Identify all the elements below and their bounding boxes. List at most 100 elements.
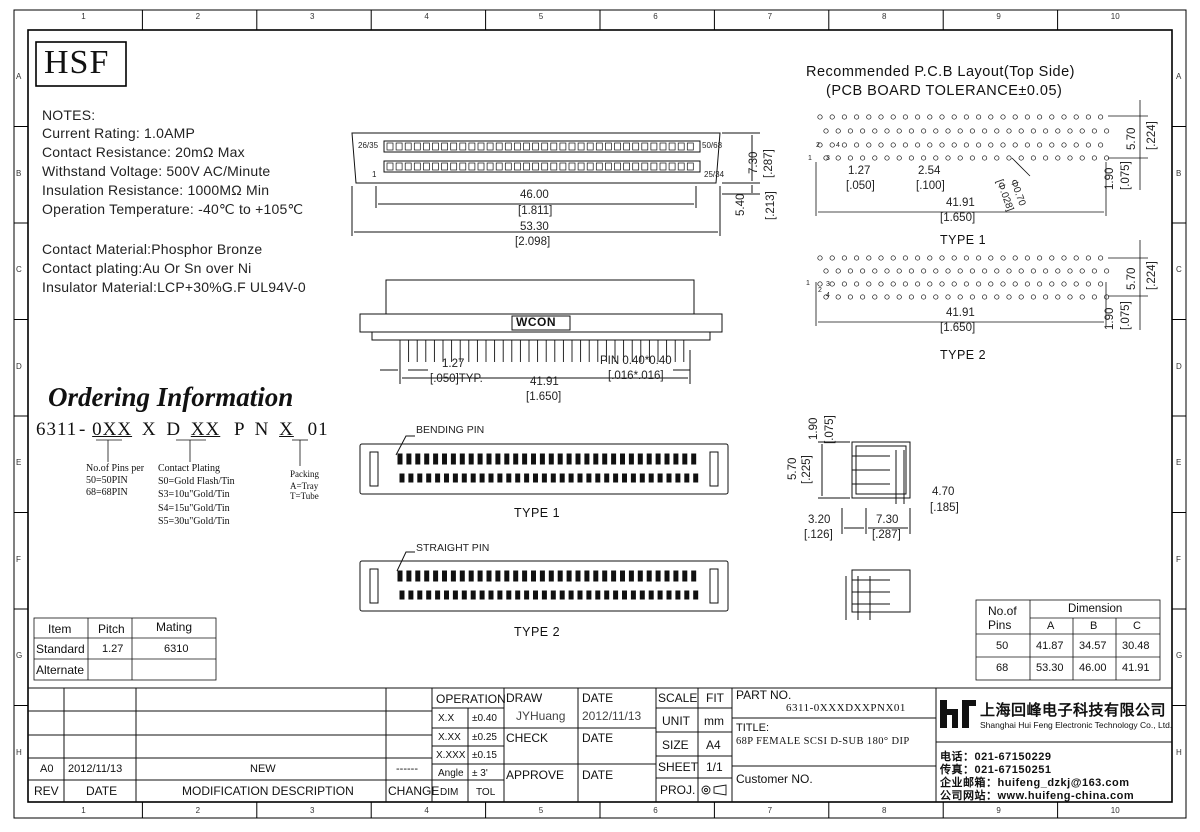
pin-pad — [495, 570, 501, 582]
pcb-hole — [884, 268, 890, 274]
pin-pad — [604, 590, 610, 600]
pcb-hole — [847, 155, 853, 161]
pin-pad — [479, 590, 485, 600]
pcb-hole — [817, 142, 823, 148]
pcb-hole — [1012, 281, 1018, 287]
pcb-hole — [915, 255, 921, 261]
pin-pad — [486, 453, 492, 465]
contact-slot — [413, 142, 421, 151]
contact-slot — [559, 142, 567, 151]
pcb-hole — [854, 114, 860, 120]
pin-pad — [622, 473, 627, 483]
pin-pad — [497, 473, 503, 483]
pin-pad — [602, 570, 608, 582]
pcb-rowgap-1-in: [.075] — [1120, 161, 1132, 190]
detail-d2-in: [.225] — [801, 455, 813, 484]
pcb-hole — [1012, 142, 1018, 148]
pcb-hole — [988, 255, 994, 261]
pcb-hole — [847, 294, 853, 300]
code-part: 01 — [307, 419, 329, 440]
packing-title: Packing — [290, 469, 319, 479]
pin-pad — [648, 590, 654, 600]
pin-pad — [566, 570, 572, 582]
border-column-label: 4 — [424, 806, 429, 815]
note-line: Insulation Resistance: 1000MΩ Min — [42, 182, 270, 198]
bending-pin-label: BENDING PIN — [416, 424, 485, 436]
pin-pad — [461, 590, 467, 600]
pcb-span-2: 41.91 — [946, 307, 975, 319]
rev-date-value: 2012/11/13 — [68, 763, 123, 775]
material-line: Contact plating:Au Or Sn over Ni — [42, 260, 252, 276]
pcb-hole — [1018, 155, 1024, 161]
part-no-value: 6311-0XXXDXXPNX01 — [786, 702, 906, 714]
pcb-hole — [939, 142, 945, 148]
pin-pad — [488, 590, 494, 600]
plating-option: S4=15u"Gold/Tin — [158, 503, 230, 514]
size-label: SIZE — [662, 738, 689, 752]
pin-pad — [479, 473, 485, 483]
pin-pad — [539, 453, 545, 465]
detail-d1-in: [.075] — [824, 415, 836, 444]
pin-pad — [655, 570, 661, 582]
contact-slot — [523, 142, 530, 151]
contact-slot — [495, 142, 503, 151]
note-line: Contact Resistance: 20mΩ Max — [42, 144, 245, 160]
pcb-hole — [835, 128, 841, 134]
code-part: 6311 — [36, 419, 78, 440]
pin-pad — [406, 570, 412, 582]
date-header: DATE — [86, 784, 118, 798]
front-pin-label: 1 — [372, 170, 377, 179]
pin-pad — [693, 473, 699, 483]
pcb-height-2-in: [.224] — [1146, 261, 1158, 290]
tol-dim: X.X — [438, 713, 455, 724]
date-value: 2012/11/13 — [582, 709, 642, 723]
material-line: Contact Material:Phosphor Bronze — [42, 241, 263, 257]
pin-pad — [506, 590, 512, 600]
note-line: Withstand Voltage: 500V AC/Minute — [42, 163, 271, 179]
pcb-hole — [817, 255, 823, 261]
pcb-hole — [866, 255, 872, 261]
contact-slot — [586, 142, 594, 151]
pin-pad — [426, 590, 432, 600]
border-column-label: 2 — [195, 806, 201, 815]
side-span-in: [1.650] — [526, 391, 562, 403]
pin-size-in: [.016*.016] — [608, 370, 664, 382]
dim-table-cell: 50 — [996, 640, 1009, 652]
pcb-hole — [963, 114, 969, 120]
customer-no-label: Customer NO. — [736, 772, 813, 786]
contact-slot — [541, 162, 549, 171]
border-row-label: B — [16, 168, 22, 178]
tol-dim: Angle — [438, 768, 464, 779]
contact-slot — [550, 142, 558, 151]
pin-pad — [684, 590, 690, 600]
tol-val: ±0.40 — [472, 713, 497, 724]
contact-slot — [595, 162, 603, 171]
dim-table-cell: 41.91 — [1122, 662, 1150, 674]
pin-pad — [584, 453, 590, 465]
contact-slot — [441, 142, 448, 151]
border-column-label: 7 — [767, 12, 773, 21]
detail-d3: 4.70 — [932, 486, 955, 498]
pin-pad — [435, 473, 441, 483]
side-view — [359, 279, 723, 384]
pin-pad — [595, 590, 601, 600]
dim-7-30-in: [.287] — [763, 149, 775, 178]
pitch-table-header: Mating — [156, 620, 193, 634]
pin-pad — [495, 453, 501, 465]
contact-slot — [595, 142, 603, 151]
proj-label: PROJ. — [660, 783, 696, 797]
front-pin-label: 26/35 — [358, 141, 379, 150]
pcb-hole — [1098, 142, 1104, 148]
packing-option: A=Tray — [290, 481, 319, 491]
pin-pad — [459, 453, 465, 465]
pcb-hole — [854, 281, 860, 287]
pcb-hole — [976, 114, 982, 120]
pcb-hole — [847, 268, 853, 274]
rev-change-value: ------ — [396, 763, 418, 775]
contact-slot — [404, 162, 412, 171]
pin-pad — [568, 590, 574, 600]
pcb-height-2: 5.70 — [1126, 267, 1138, 290]
pcb-hole — [1073, 114, 1079, 120]
pcb-hole — [866, 114, 872, 120]
